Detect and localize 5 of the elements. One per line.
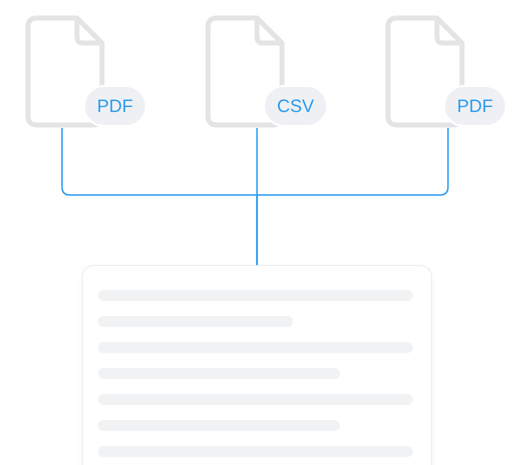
file-type-badge: PDF <box>443 85 507 127</box>
document-card <box>82 265 432 465</box>
connector-line <box>256 128 449 265</box>
file-type-badge: PDF <box>83 85 147 127</box>
file-type-badge: CSV <box>263 85 328 127</box>
